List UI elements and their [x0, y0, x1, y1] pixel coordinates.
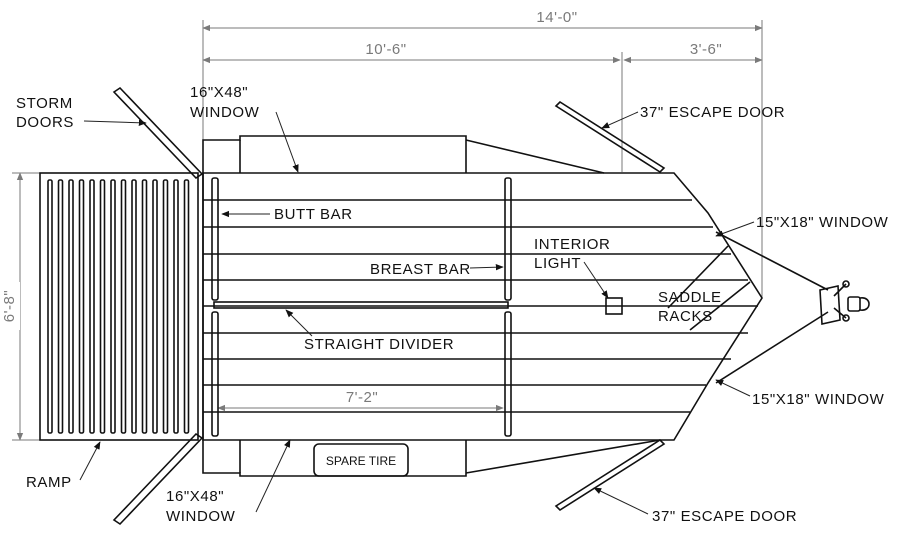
straight-divider: [213, 301, 509, 309]
svg-text:WINDOW: WINDOW: [166, 508, 236, 525]
svg-text:WINDOW: WINDOW: [190, 104, 260, 121]
svg-text:STORM: STORM: [16, 95, 73, 112]
label-front-window-top: 15"X18" WINDOW: [715, 214, 889, 237]
hitch: [715, 231, 870, 384]
ramp-slat: [183, 179, 190, 434]
spare-tire: SPARE TIRE: [313, 443, 409, 477]
svg-text:15"X18" WINDOW: 15"X18" WINDOW: [752, 391, 885, 408]
nose-length-label: 3'-6": [690, 41, 722, 58]
ramp-slat: [120, 179, 127, 434]
width-label: 6'-8": [1, 290, 18, 322]
ramp-slat: [68, 179, 74, 434]
svg-text:BUTT BAR: BUTT BAR: [274, 206, 353, 223]
label-breast-bar: BREAST BAR: [370, 261, 504, 278]
label-butt-bar: BUTT BAR: [221, 206, 353, 223]
ramp: [39, 172, 199, 441]
label-straight-divider: STRAIGHT DIVIDER: [285, 309, 454, 353]
svg-text:STRAIGHT DIVIDER: STRAIGHT DIVIDER: [304, 336, 454, 353]
ramp-slat: [152, 179, 158, 434]
floor-mats: [203, 199, 758, 413]
svg-text:LIGHT: LIGHT: [534, 255, 581, 272]
svg-text:RAMP: RAMP: [26, 474, 72, 491]
label-escape-door-top: 37" ESCAPE DOOR: [601, 104, 785, 129]
ramp-slat: [99, 179, 106, 434]
label-escape-door-bottom: 37" ESCAPE DOOR: [593, 487, 797, 525]
svg-text:37" ESCAPE DOOR: 37" ESCAPE DOOR: [640, 104, 785, 121]
dimension-body: 10'-6" 3'-6": [202, 40, 763, 172]
label-storm-doors: STORM DOORS: [16, 95, 147, 131]
ramp-slat: [173, 179, 179, 434]
svg-text:INTERIOR: INTERIOR: [534, 236, 610, 253]
label-saddle-racks: SADDLE RACKS: [658, 289, 722, 325]
overall-length-label: 14'-0": [536, 9, 577, 26]
butt-bars: [211, 177, 219, 437]
svg-text:37" ESCAPE DOOR: 37" ESCAPE DOOR: [652, 508, 797, 525]
label-front-window-bottom: 15"X18" WINDOW: [715, 379, 885, 408]
svg-text:BREAST BAR: BREAST BAR: [370, 261, 471, 278]
escape-doors: [554, 100, 666, 512]
saddle-racks: [667, 245, 751, 331]
dimension-overall: 14'-0": [202, 8, 763, 298]
ramp-slat: [47, 179, 53, 434]
svg-text:SADDLE: SADDLE: [658, 289, 722, 306]
ramp-slat: [89, 179, 95, 434]
interior-light: [605, 297, 623, 315]
label-ramp: RAMP: [26, 441, 101, 491]
svg-text:15"X18" WINDOW: 15"X18" WINDOW: [756, 214, 889, 231]
trailer-body: [202, 135, 763, 477]
dimension-width: 6'-8": [1, 172, 40, 441]
ramp-slat: [162, 179, 169, 434]
ramp-slat: [57, 179, 64, 434]
label-window-top: 16"X48" WINDOW: [190, 84, 299, 173]
label-interior-light: INTERIOR LIGHT: [534, 236, 610, 299]
breast-bars: [504, 177, 512, 437]
svg-text:RACKS: RACKS: [658, 308, 713, 325]
svg-text:16"X48": 16"X48": [166, 488, 224, 505]
ramp-slat: [131, 179, 137, 434]
label-window-bottom: 16"X48" WINDOW: [166, 439, 291, 525]
storm-doors: [112, 86, 204, 526]
svg-text:SPARE TIRE: SPARE TIRE: [326, 454, 396, 468]
svg-text:DOORS: DOORS: [16, 114, 74, 131]
ramp-slat: [78, 179, 85, 434]
body-length-label: 10'-6": [365, 41, 406, 58]
stall-length-label: 7'-2": [346, 389, 378, 406]
svg-text:16"X48": 16"X48": [190, 84, 248, 101]
dimension-stall: 7'-2": [217, 388, 504, 412]
ramp-slat: [141, 179, 148, 434]
ramp-slat: [110, 179, 116, 434]
